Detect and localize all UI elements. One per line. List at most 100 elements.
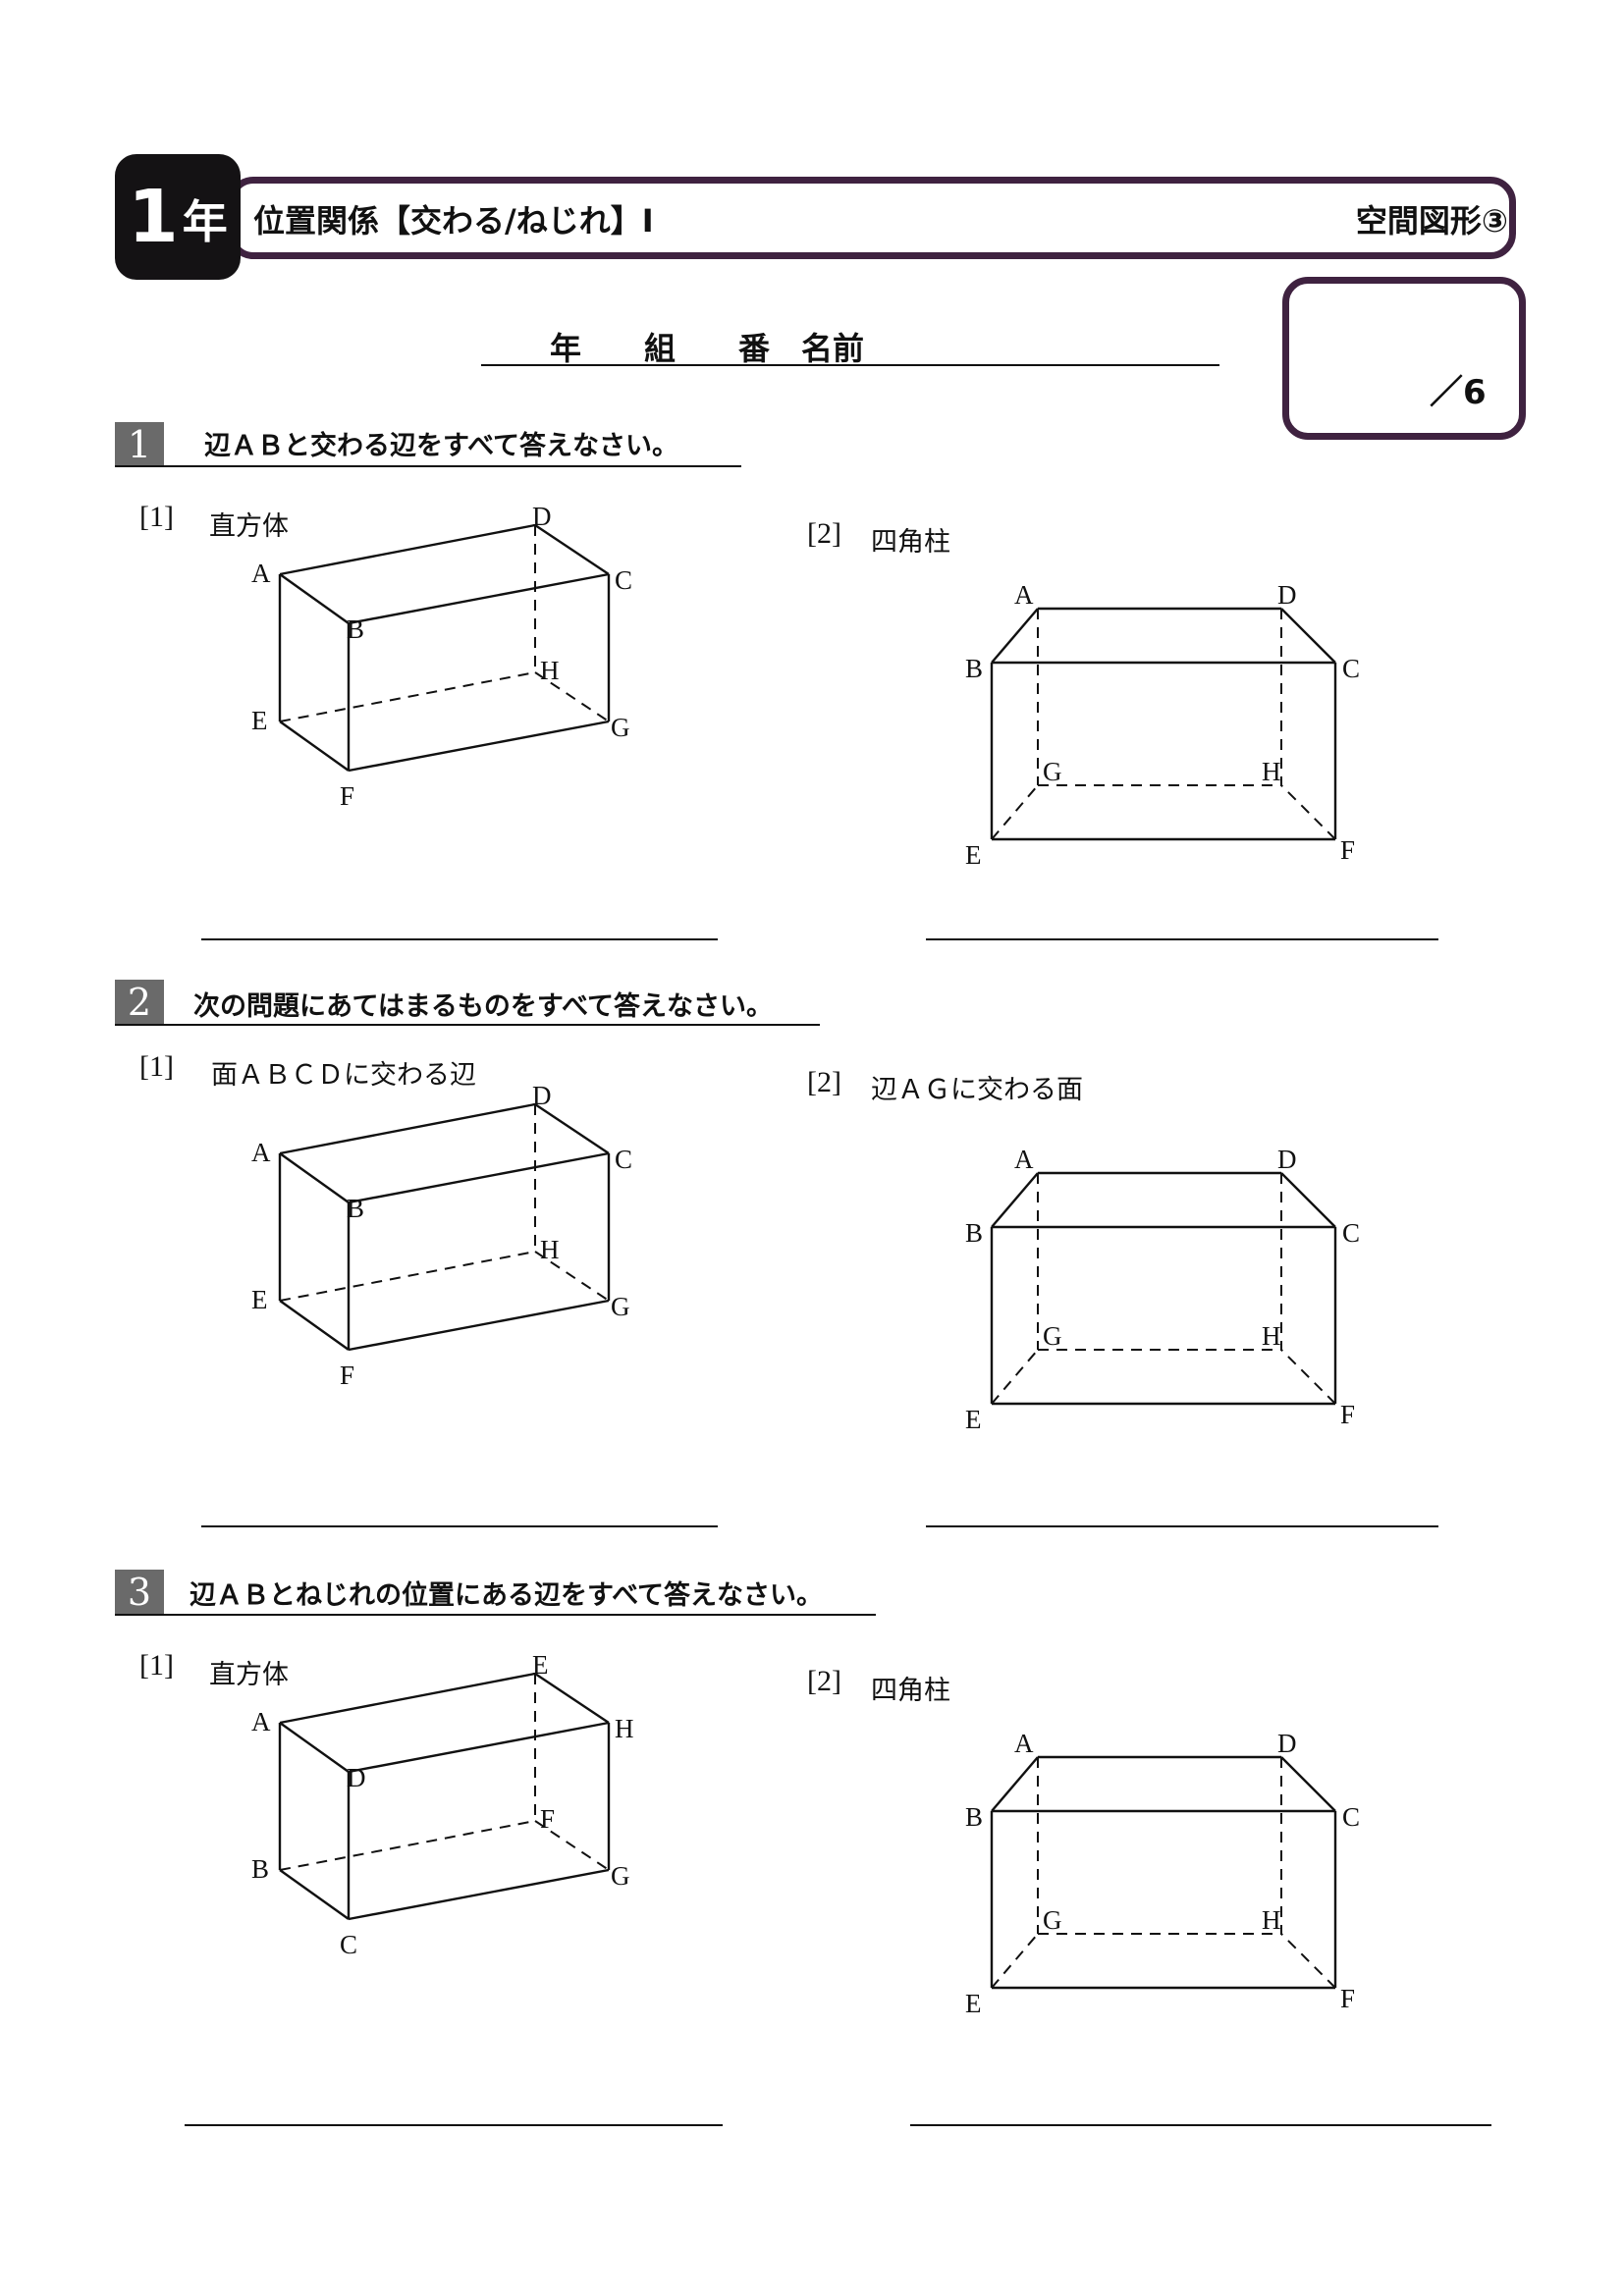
- vertex-label: G: [611, 1292, 630, 1321]
- grade-badge: 1 年: [115, 154, 241, 280]
- cuboid-figure: A B C D E F G H: [251, 1081, 632, 1390]
- vertex-label: A: [251, 1707, 271, 1736]
- part-number: [2]: [807, 517, 841, 550]
- vertex-label: F: [1340, 835, 1355, 865]
- vertex-label: D: [1277, 1729, 1297, 1758]
- hidden-edge: [1280, 784, 1336, 840]
- vertex-label: B: [965, 1802, 983, 1832]
- part-label: 四角柱: [871, 1676, 950, 1706]
- vertex-label: F: [1340, 1400, 1355, 1429]
- vertex-label: D: [532, 502, 552, 531]
- hidden-edge: [1280, 1349, 1336, 1405]
- vertex-label: D: [1277, 1145, 1297, 1174]
- figure-edge: [279, 1869, 350, 1920]
- question-number: 2: [115, 980, 164, 1025]
- vertex-label: G: [1043, 757, 1062, 786]
- vertex-label: G: [611, 1861, 630, 1891]
- part-number: [2]: [807, 1066, 841, 1098]
- vertex-label: D: [532, 1081, 552, 1110]
- grade-number: 1: [128, 175, 179, 259]
- prism-figure: A B C D E F G H: [965, 580, 1360, 870]
- vertex-label: B: [347, 614, 364, 644]
- answer-line[interactable]: [926, 1525, 1438, 1527]
- vertex-label: F: [340, 1361, 354, 1390]
- figure-edge: [279, 523, 536, 576]
- figure-edge: [1280, 608, 1336, 664]
- vertex-label: A: [251, 559, 271, 588]
- title-bar: [228, 177, 1516, 259]
- question-underline: [115, 1024, 820, 1026]
- figure-edge: [279, 573, 350, 624]
- vertex-label: A: [251, 1138, 271, 1167]
- figure-edge: [348, 1299, 610, 1352]
- grade-unit: 年: [182, 195, 228, 248]
- vertex-label: D: [347, 1763, 366, 1792]
- vertex-label: B: [347, 1194, 364, 1223]
- vertex-label: D: [1277, 580, 1297, 610]
- figure-edge: [534, 1673, 610, 1724]
- vertex-label: B: [251, 1854, 269, 1884]
- vertex-label: B: [965, 654, 983, 683]
- vertex-label: C: [615, 565, 632, 595]
- question-number: 1: [115, 422, 164, 467]
- vertex-label: G: [1043, 1905, 1062, 1935]
- figure-edge: [534, 524, 610, 575]
- part-label: 面ＡＢＣＤに交わる辺: [211, 1060, 476, 1091]
- hidden-edge: [991, 784, 1039, 840]
- figure-edge: [1280, 1172, 1336, 1228]
- vertex-label: E: [251, 1285, 268, 1314]
- part-number: [1]: [139, 501, 174, 533]
- part-label: 直方体: [209, 1660, 289, 1690]
- hidden-edge: [279, 1820, 536, 1871]
- vertex-label: F: [1340, 1984, 1355, 2013]
- vertex-label: C: [1342, 1802, 1360, 1832]
- figure-edge: [991, 608, 1039, 664]
- question-number: 3: [115, 1570, 164, 1615]
- vertex-label: H: [540, 1235, 560, 1264]
- figure-edge: [348, 720, 610, 773]
- answer-line[interactable]: [185, 2124, 723, 2126]
- student-info-label: 年 組 番 名前: [550, 330, 865, 367]
- vertex-label: E: [532, 1650, 549, 1680]
- answer-line[interactable]: [926, 938, 1438, 940]
- figure-edge: [348, 1151, 610, 1204]
- vertex-label: G: [611, 713, 630, 742]
- hidden-edge: [279, 671, 536, 722]
- hidden-edge: [534, 671, 610, 722]
- vertex-label: C: [1342, 1218, 1360, 1248]
- figure-edge: [279, 721, 350, 772]
- vertex-label: A: [1014, 1145, 1034, 1174]
- vertex-label: F: [340, 781, 354, 811]
- vertex-label: H: [1262, 757, 1281, 786]
- vertex-label: C: [615, 1145, 632, 1174]
- unit-label: 空間図形③: [1355, 202, 1508, 240]
- answer-line[interactable]: [201, 1525, 718, 1527]
- name-underline[interactable]: [481, 364, 1219, 366]
- figure-edge: [991, 1756, 1039, 1812]
- question-underline: [115, 465, 741, 467]
- vertex-label: E: [965, 1405, 982, 1434]
- vertex-label: A: [1014, 580, 1034, 610]
- worksheet-title: 位置関係【交わる/ねじれ】Ⅰ: [253, 202, 654, 240]
- figure-edge: [279, 1672, 536, 1725]
- figure-edge: [991, 1172, 1039, 1228]
- question-text: 辺ＡＢとねじれの位置にある辺をすべて答えなさい。: [189, 1580, 824, 1611]
- figure-edge: [348, 1868, 610, 1921]
- vertex-label: E: [965, 840, 982, 870]
- hidden-edge: [1280, 1933, 1336, 1989]
- vertex-label: C: [1342, 654, 1360, 683]
- figure-edge: [348, 572, 610, 625]
- figure-edge: [279, 1102, 536, 1155]
- part-label: 四角柱: [871, 527, 950, 558]
- figure-edge: [279, 1152, 350, 1203]
- part-label: 直方体: [209, 511, 289, 542]
- figure-edge: [1280, 1756, 1336, 1812]
- vertex-label: G: [1043, 1321, 1062, 1351]
- answer-line[interactable]: [910, 2124, 1491, 2126]
- question-underline: [115, 1614, 876, 1616]
- answer-line[interactable]: [201, 938, 718, 940]
- vertex-label: E: [965, 1989, 982, 2018]
